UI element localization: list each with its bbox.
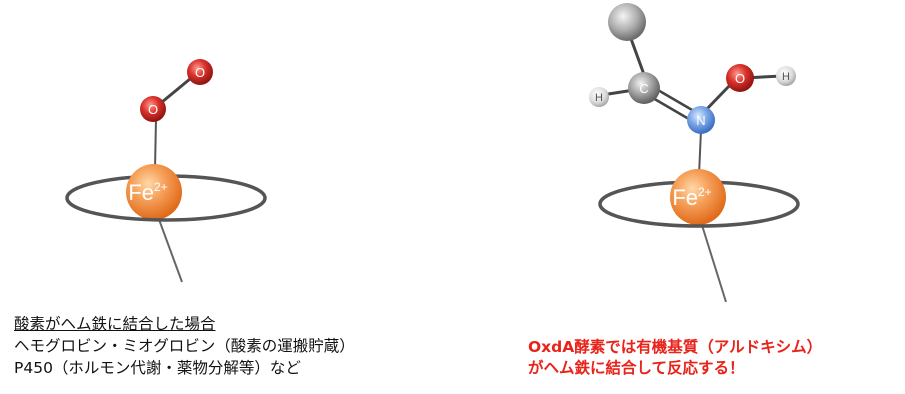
methyl-group xyxy=(608,3,646,41)
right-iron-charge: 2+ xyxy=(698,185,712,199)
right-caption-line2: がヘム鉄に結合して反応する！ xyxy=(528,359,745,377)
hydrogen-on-oxygen-label: H xyxy=(782,71,790,83)
right-iron: Fe2+ xyxy=(670,169,726,225)
n-fe-bond xyxy=(698,129,702,176)
right-heme-ring-front xyxy=(598,203,800,228)
nitrogen-label: N xyxy=(696,113,705,128)
left-oxygen-top-label: O xyxy=(195,65,205,80)
left-o-fe-bond xyxy=(154,117,157,171)
left-heme-ring-front xyxy=(65,197,267,222)
carbon-atom: C xyxy=(628,72,660,104)
right-proximal-line xyxy=(700,221,727,303)
hydrogen-on-oxygen: H xyxy=(776,66,796,86)
left-oxygen-bottom: O xyxy=(140,96,166,122)
left-caption-line1: ヘモグロビン・ミオグロビン（酸素の運搬貯蔵） xyxy=(14,337,355,355)
left-oxygen-bottom-label: O xyxy=(148,102,158,117)
left-iron-charge: 2+ xyxy=(154,180,168,194)
left-caption-line2: P450（ホルモン代謝・薬物分解等）など xyxy=(14,359,301,377)
hydrogen-on-carbon-label: H xyxy=(595,92,603,104)
left-caption: 酸素がヘム鉄に結合した場合 ヘモグロビン・ミオグロビン（酸素の運搬貯蔵） P45… xyxy=(14,313,454,379)
hydrogen-on-carbon: H xyxy=(589,87,609,107)
left-oxy-heme: O O Fe2+ xyxy=(65,59,267,283)
left-oxygen-top: O xyxy=(187,59,213,85)
svg-text:Fe2+: Fe2+ xyxy=(128,180,167,205)
left-proximal-line xyxy=(156,213,183,283)
right-caption: OxdA酵素では有機基質（アルドキシム） がヘム鉄に結合して反応する！ xyxy=(528,337,905,379)
svg-text:Fe2+: Fe2+ xyxy=(672,185,711,210)
left-iron: Fe2+ xyxy=(126,164,182,220)
nitrogen-atom: N xyxy=(687,106,715,134)
n-o-bond xyxy=(702,81,734,114)
oxygen-atom: O xyxy=(726,64,754,92)
right-iron-symbol: Fe xyxy=(672,185,698,210)
oxygen-label: O xyxy=(735,71,745,86)
right-aldoxime-heme: H C N O H Fe2+ xyxy=(589,3,800,303)
carbon-label: C xyxy=(639,81,648,96)
right-caption-line1: OxdA酵素では有機基質（アルドキシム） xyxy=(528,338,823,356)
left-caption-heading: 酸素がヘム鉄に結合した場合 xyxy=(14,315,216,333)
left-iron-symbol: Fe xyxy=(128,180,154,205)
